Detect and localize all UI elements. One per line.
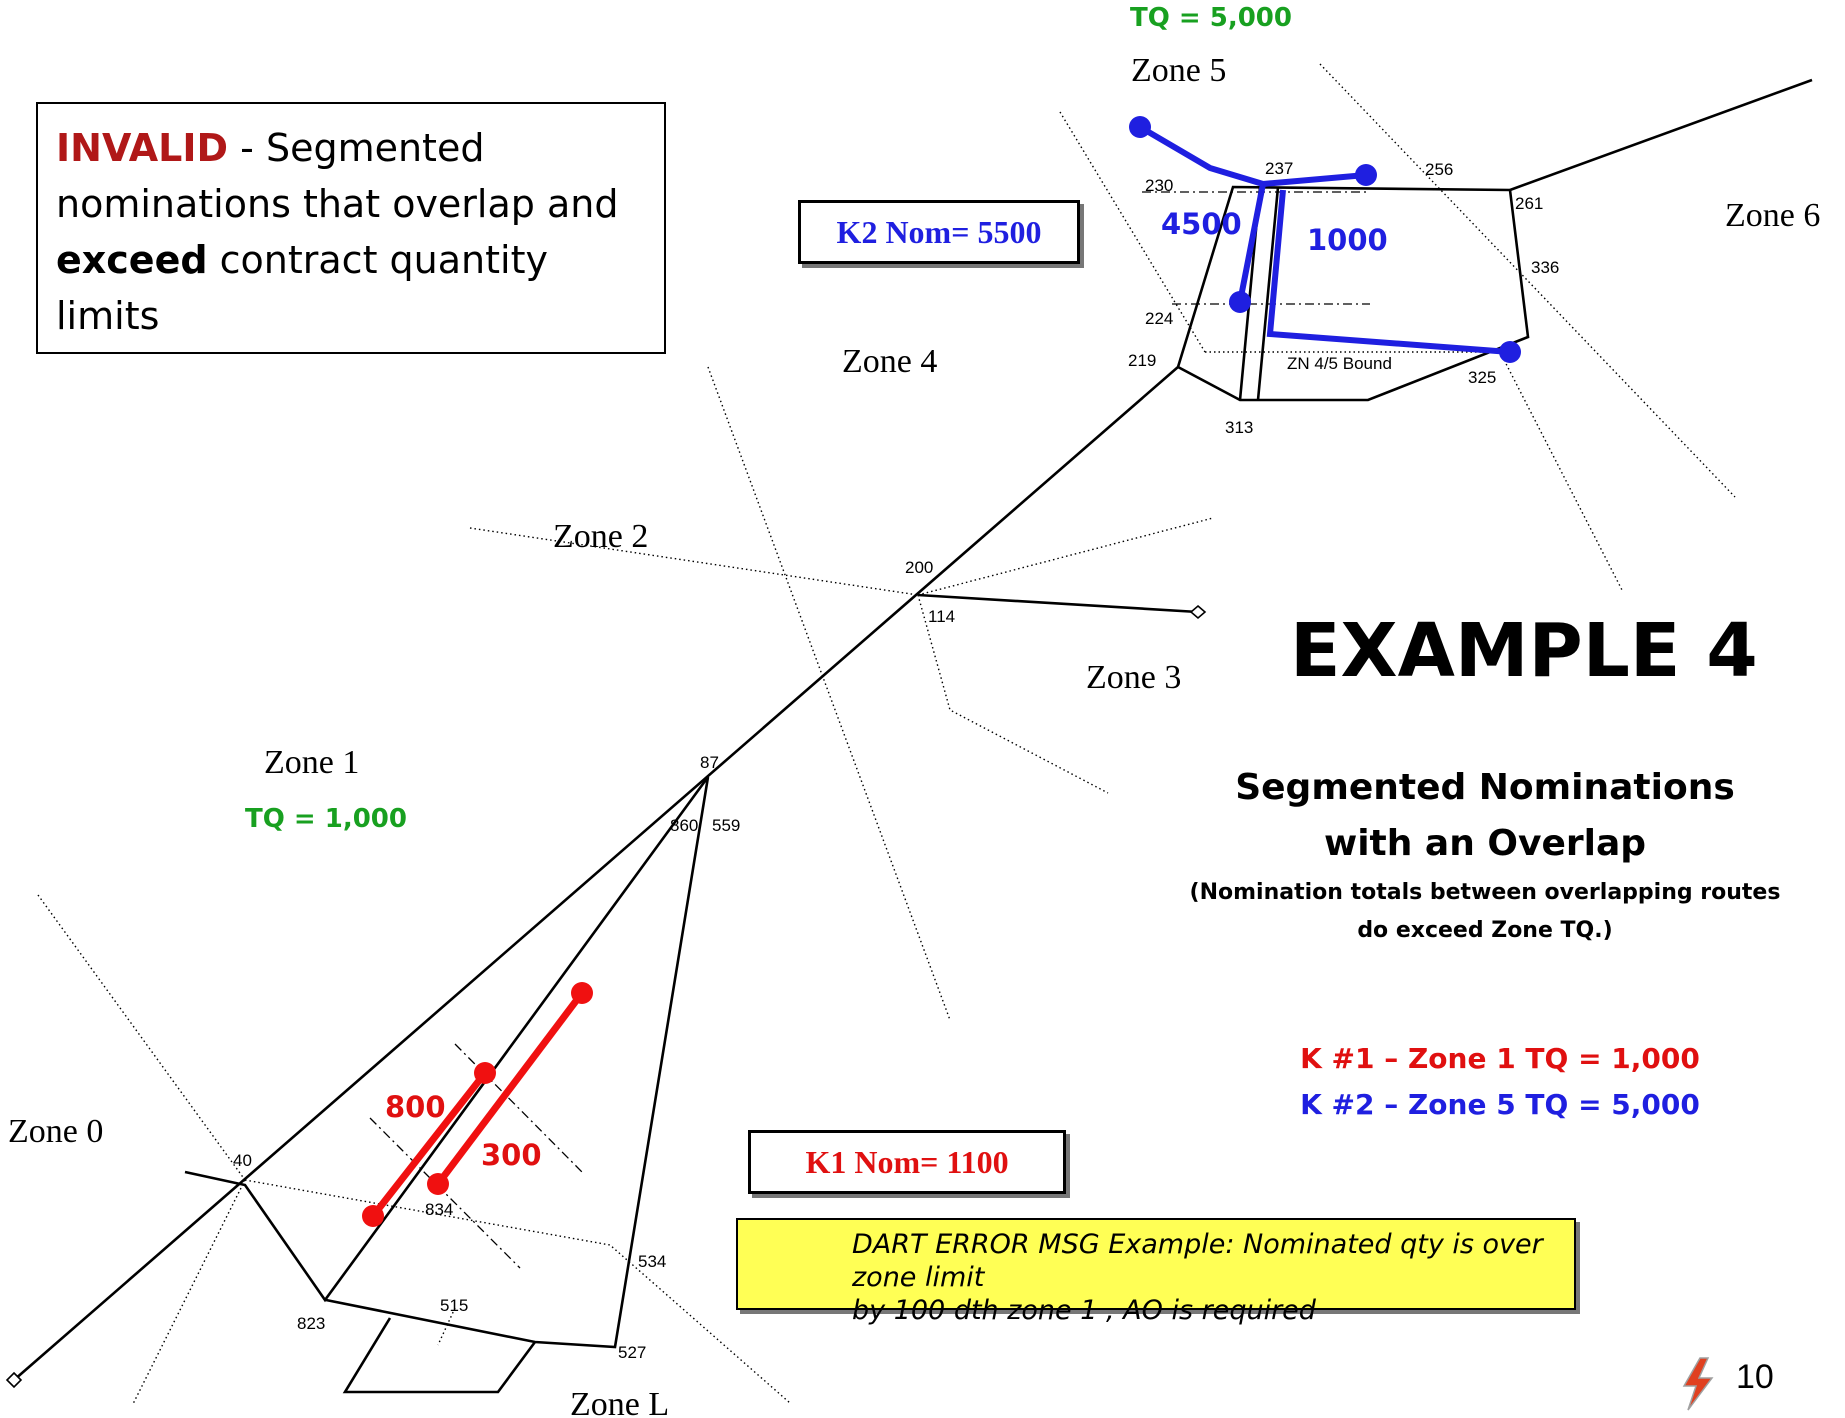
zone-boundaries	[37, 63, 1736, 1405]
k1-nomination-paths	[370, 990, 585, 1219]
node-313-label: 313	[1225, 418, 1253, 437]
invalid-label: INVALID	[56, 126, 229, 170]
legend-k1: K #1 – Zone 1 TQ = 1,000	[1300, 1042, 1700, 1075]
error-line-1: DART ERROR MSG Example: Nominated qty is…	[852, 1229, 1543, 1293]
k1-nom-300-label: 300	[481, 1138, 542, 1172]
node-559-label: 559	[712, 816, 740, 835]
k2-nomination-box: K2 Nom= 5500	[798, 200, 1080, 264]
example-title: EXAMPLE 4	[1290, 608, 1758, 694]
zone-6-label: Zone 6	[1725, 197, 1820, 234]
node-834-label: 834	[425, 1200, 453, 1219]
node-labels: 40 823 834 515 534 527 860 559 87 200 11…	[233, 159, 1559, 1362]
k2-segment-4500	[1138, 124, 1267, 303]
k1-nomination-points	[362, 982, 593, 1227]
k2-nom-4500-label: 4500	[1161, 207, 1242, 241]
k1-segment-300	[435, 990, 585, 1187]
node-325-label: 325	[1468, 368, 1496, 387]
invalid-explanation-box: INVALID - Segmented nominations that ove…	[36, 102, 666, 354]
zone-4-label: Zone 4	[842, 343, 937, 380]
zone-1-label: Zone 1	[264, 744, 359, 781]
page-number: 10	[1736, 1358, 1774, 1396]
node-230-label: 230	[1145, 176, 1173, 195]
node-40-label: 40	[233, 1151, 252, 1170]
k2-segment-1000	[1262, 172, 1367, 187]
node-515-label: 515	[440, 1296, 468, 1315]
zone-3-label: Zone 3	[1086, 659, 1181, 696]
node-200-label: 200	[905, 558, 933, 577]
subtitle-line-1: Segmented Nominations	[1235, 767, 1735, 808]
lightning-logo-icon	[1682, 1357, 1714, 1411]
node-336-label: 336	[1531, 258, 1559, 277]
node-261-label: 261	[1515, 194, 1543, 213]
error-line-2: by 100 dth zone 1 , AO is required	[852, 1295, 1316, 1326]
k1-nomination-box: K1 Nom= 1100	[748, 1130, 1066, 1194]
node-527-label: 527	[618, 1343, 646, 1362]
note-line-1: (Nomination totals between overlapping r…	[1189, 880, 1781, 905]
invalid-text-2: contract quantity limits	[56, 238, 548, 338]
zn-4-5-boundary-label: ZN 4/5 Bound	[1287, 354, 1392, 373]
node-87-label: 87	[700, 753, 719, 772]
k1-segment-800	[370, 1070, 488, 1219]
node-860-label: 860	[670, 816, 698, 835]
invalid-text-1: - Segmented nominations that overlap and	[56, 126, 619, 226]
dart-error-message-box: DART ERROR MSG Example: Nominated qty is…	[736, 1218, 1576, 1326]
invalid-exceed-word: exceed	[56, 238, 208, 282]
zone-l-label: Zone L	[570, 1386, 669, 1418]
node-224-label: 224	[1145, 309, 1173, 328]
example-note: (Nomination totals between overlapping r…	[1140, 874, 1830, 950]
zone-1-tq-label: TQ = 1,000	[245, 804, 407, 834]
note-line-2: do exceed Zone TQ.)	[1357, 918, 1613, 943]
k2-nomination-points	[1129, 116, 1521, 363]
k2-nom-1000-label: 1000	[1307, 223, 1388, 257]
k2-segment-return	[1266, 189, 1511, 355]
zone-0-label: Zone 0	[8, 1113, 103, 1150]
k1-nom-800-label: 800	[385, 1090, 446, 1124]
node-219-label: 219	[1128, 351, 1156, 370]
node-237-label: 237	[1265, 159, 1293, 178]
node-534-label: 534	[638, 1252, 666, 1271]
k2-nomination-paths	[1138, 124, 1511, 355]
zone-2-label: Zone 2	[553, 518, 648, 555]
legend-k2: K #2 – Zone 5 TQ = 5,000	[1300, 1088, 1700, 1121]
node-256-label: 256	[1425, 160, 1453, 179]
node-114-label: 114	[928, 607, 955, 626]
zone-5-tq-label: TQ = 5,000	[1130, 3, 1292, 33]
zone-5-label: Zone 5	[1131, 52, 1226, 89]
example-subtitle: Segmented Nominations with an Overlap	[1150, 760, 1820, 872]
node-823-label: 823	[297, 1314, 325, 1333]
subtitle-line-2: with an Overlap	[1323, 823, 1647, 864]
